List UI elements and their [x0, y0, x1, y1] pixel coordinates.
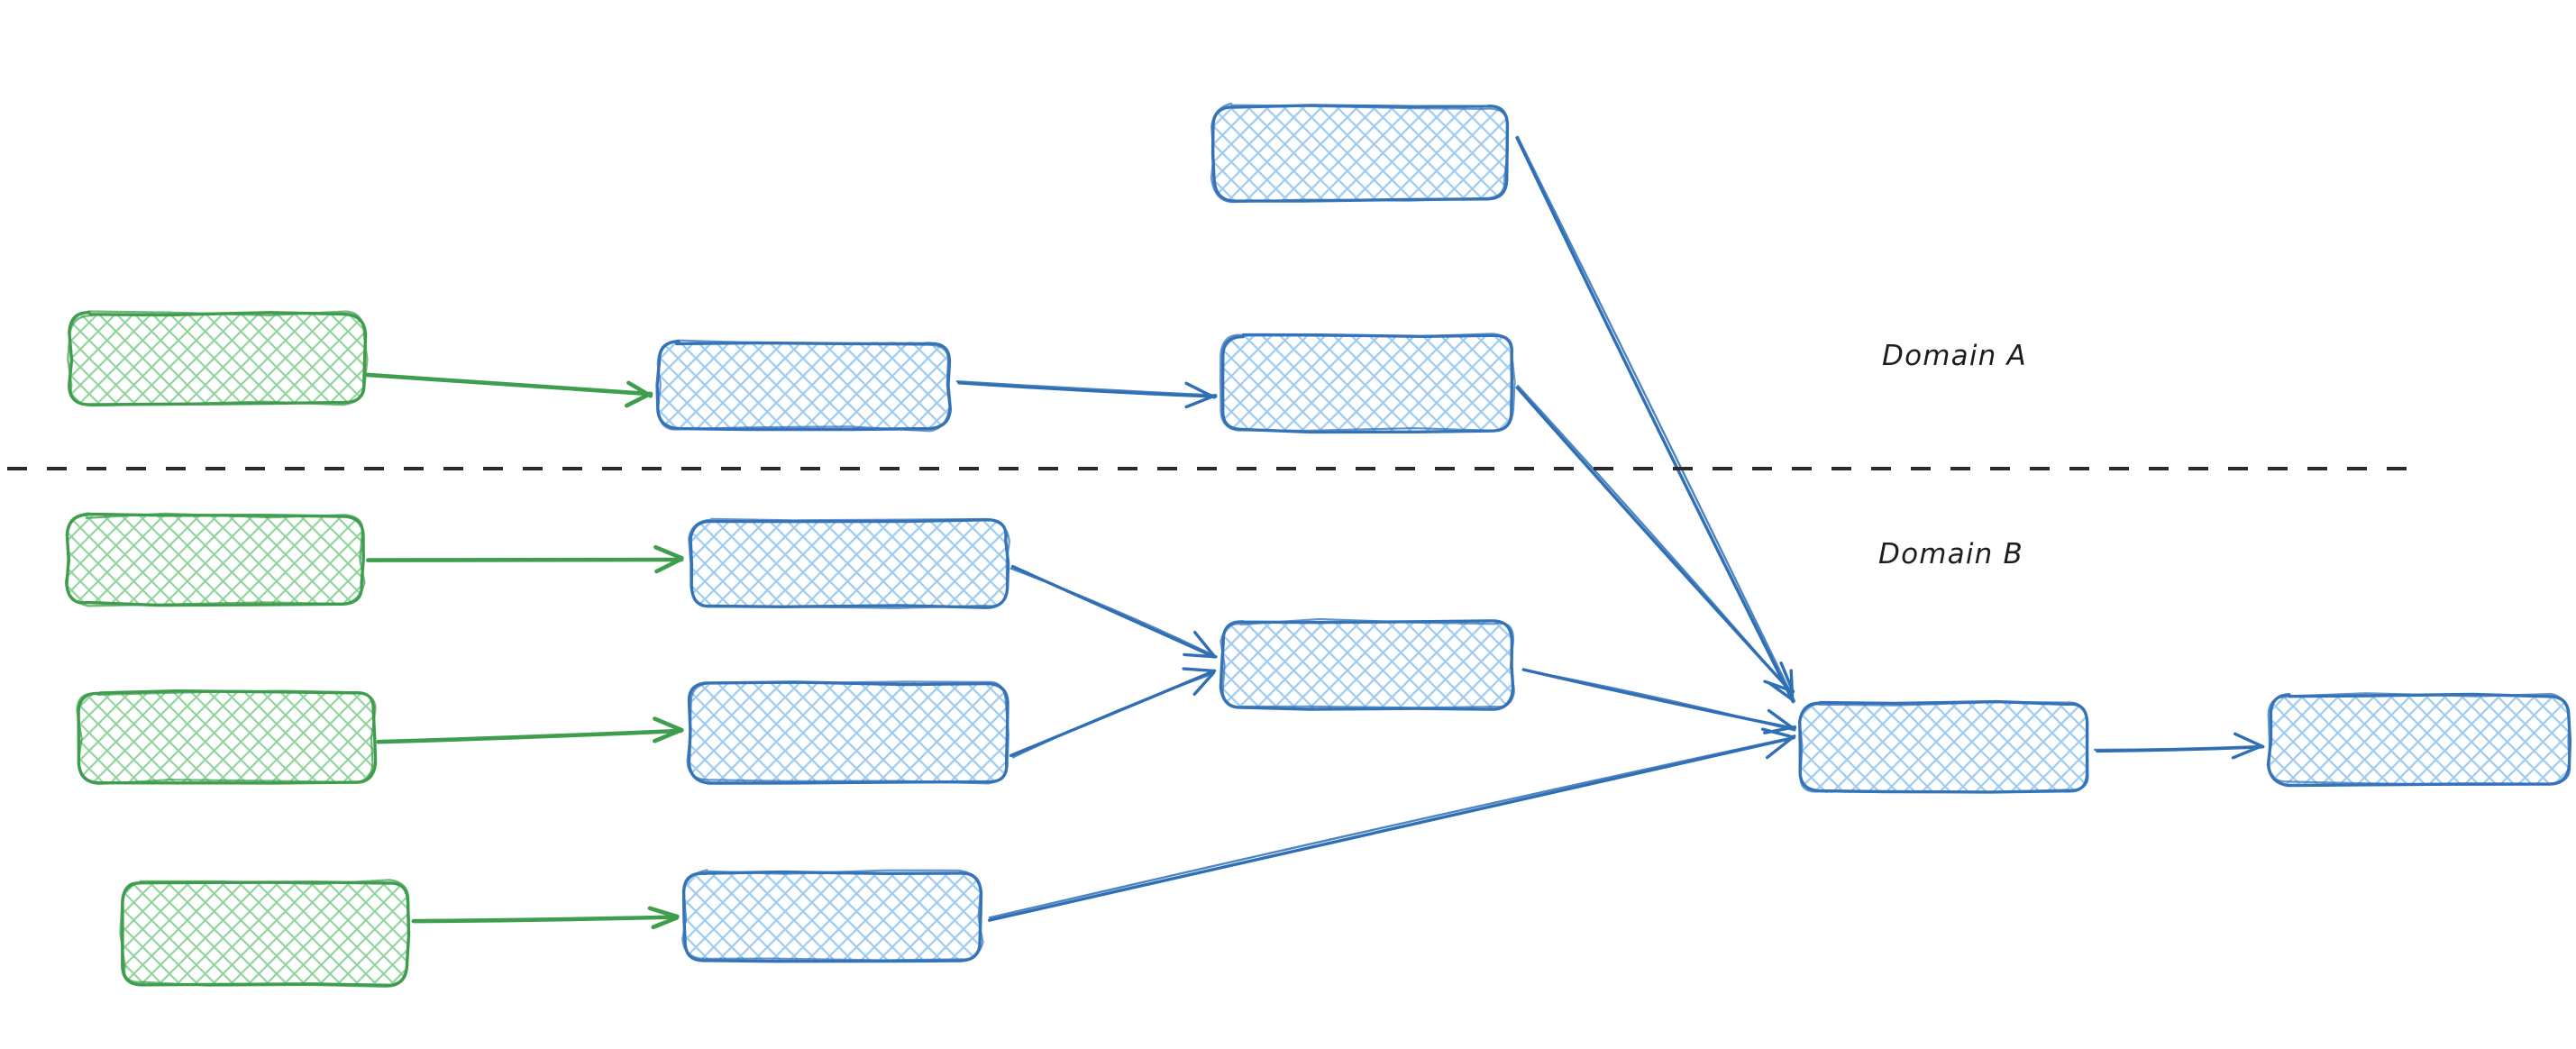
- edge-b-conv1-to-b-out1[interactable]: [2093, 732, 2265, 760]
- node-domain-a-source-1-fill: [69, 313, 366, 405]
- node-domain-b-source-1-outline: [64, 512, 366, 607]
- node-domain-a-top-1-fill: [1213, 105, 1508, 201]
- node-domain-b-process-1-outline: [688, 517, 1010, 609]
- node-domain-b-source-1-fill: [68, 515, 363, 605]
- edge-b-src1-to-b-proc1-arrowhead: [653, 544, 684, 561]
- node-domain-b-merge-1-outline: [1219, 619, 1515, 711]
- node-domain-b-process-3-fill: [684, 871, 982, 962]
- node-domain-b-source-2-outline: [76, 689, 377, 785]
- edge-a-proc1-to-a-proc2-arrowhead: [1184, 381, 1216, 399]
- node-domain-b-process-1[interactable]: [688, 517, 1010, 609]
- node-domain-b-output-1[interactable]: [2266, 692, 2572, 788]
- node-domain-a-process-2-fill: [1222, 334, 1513, 432]
- node-domain-b-converge-1-fill: [1800, 702, 2088, 793]
- node-domain-a-process-1-fill: [658, 342, 949, 430]
- edge-b-proc1-to-b-mid1[interactable]: [1009, 564, 1218, 659]
- edge-b-proc3-to-b-conv1-arrowhead: [1765, 734, 1796, 760]
- node-domain-b-source-3-outline: [119, 879, 411, 988]
- edge-b-proc3-to-b-conv1-arrowhead: [1761, 727, 1795, 739]
- edge-a-src1-to-a-proc1-arrowhead: [626, 380, 653, 398]
- edge-b-proc1-to-b-mid1-arrowhead: [1193, 631, 1217, 659]
- node-domain-b-merge-1[interactable]: [1219, 617, 1515, 711]
- edge-b-conv1-to-b-out1-shaft: [2093, 744, 2264, 752]
- edge-b-mid1-to-b-conv1-shaft: [1523, 669, 1796, 732]
- node-domain-b-process-2[interactable]: [686, 680, 1009, 785]
- edge-b-mid1-to-b-conv1[interactable]: [1521, 668, 1797, 734]
- node-domain-b-process-3-outline: [681, 869, 984, 962]
- edge-a-src1-to-a-proc1-shaft: [365, 372, 653, 397]
- edge-b-proc2-to-b-mid1-arrowhead: [1182, 667, 1216, 673]
- edge-b-src3-to-b-proc3-arrowhead: [651, 916, 679, 930]
- edge-b-proc1-to-b-mid1-arrowhead: [1183, 652, 1218, 659]
- edge-b-mid1-to-b-conv1-arrowhead: [1767, 708, 1795, 731]
- edge-b-proc1-to-b-mid1-shaft: [1009, 567, 1216, 657]
- node-domain-b-source-3-fill: [122, 881, 409, 985]
- edge-a-proc1-to-a-proc2-shaft: [955, 380, 1217, 397]
- node-domain-a-process-1[interactable]: [655, 339, 952, 433]
- edge-b-src1-to-b-proc1-shaft: [366, 557, 684, 562]
- edge-b-proc2-to-b-mid1[interactable]: [1009, 667, 1217, 759]
- node-domain-b-source-2-fill: [78, 691, 375, 783]
- edge-a-src1-to-a-proc1[interactable]: [365, 372, 653, 408]
- node-layer: [64, 102, 2572, 988]
- node-domain-a-source-1-outline: [67, 310, 369, 407]
- edge-b-proc3-to-b-conv1-shaft: [988, 736, 1794, 919]
- node-domain-b-process-2-outline: [686, 680, 1009, 785]
- node-domain-a-process-1-outline: [655, 340, 952, 432]
- node-domain-b-source-3[interactable]: [119, 879, 411, 988]
- edge-a-proc2-to-b-conv1-shaft: [1516, 385, 1793, 694]
- edge-b-proc2-to-b-mid1-arrowhead: [1192, 670, 1216, 696]
- edge-a-proc2-to-b-conv1[interactable]: [1515, 385, 1795, 694]
- node-domain-a-top-1-outline: [1210, 102, 1509, 204]
- edge-b-proc3-to-b-conv1[interactable]: [988, 727, 1796, 922]
- edge-b-src1-to-b-proc1[interactable]: [366, 544, 684, 574]
- edge-b-src2-to-b-proc2[interactable]: [376, 716, 684, 744]
- edge-b-proc2-to-b-mid1-shaft: [1011, 672, 1214, 759]
- node-domain-a-top-1[interactable]: [1210, 102, 1510, 204]
- node-domain-a-process-2[interactable]: [1219, 333, 1516, 434]
- edge-a-proc1-to-a-proc2-shaft: [957, 381, 1218, 398]
- node-domain-b-process-3[interactable]: [681, 869, 984, 963]
- node-domain-b-process-1-fill: [691, 520, 1008, 607]
- edge-b-src2-to-b-proc2-arrowhead: [653, 728, 681, 743]
- domain-a-label: Domain A: [1882, 340, 2027, 372]
- edge-a-top1-to-b-conv1-shaft: [1516, 135, 1796, 703]
- node-domain-b-output-1-fill: [2270, 695, 2570, 785]
- node-domain-a-source-1[interactable]: [67, 310, 369, 407]
- edge-layer: [365, 135, 2265, 930]
- edge-b-src3-to-b-proc3-arrowhead: [647, 906, 680, 919]
- node-domain-b-merge-1-fill: [1222, 622, 1513, 709]
- edge-b-src2-to-b-proc2-arrowhead: [653, 716, 684, 733]
- node-domain-b-source-1[interactable]: [64, 512, 366, 607]
- edge-a-proc1-to-a-proc2[interactable]: [955, 380, 1218, 409]
- edge-b-src3-to-b-proc3[interactable]: [411, 906, 680, 930]
- edge-a-top1-to-b-conv1-shaft: [1515, 136, 1795, 704]
- edge-a-proc2-to-b-conv1-arrowhead: [1763, 680, 1795, 693]
- node-domain-b-source-2[interactable]: [76, 689, 378, 785]
- edge-a-proc2-to-b-conv1-arrowhead: [1779, 661, 1795, 694]
- node-domain-b-converge-1[interactable]: [1798, 699, 2089, 794]
- edge-b-conv1-to-b-out1-arrowhead: [2233, 732, 2265, 749]
- edge-b-src1-to-b-proc1-arrowhead: [654, 557, 683, 574]
- node-domain-b-converge-1-outline: [1798, 701, 2089, 793]
- edge-a-top1-to-b-conv1[interactable]: [1515, 135, 1796, 704]
- edge-b-conv1-to-b-out1-arrowhead: [2231, 744, 2263, 760]
- edge-b-src3-to-b-proc3-shaft: [411, 915, 680, 924]
- edge-b-src2-to-b-proc2-shaft: [376, 728, 683, 744]
- node-domain-a-process-1-outline: [656, 339, 951, 433]
- node-domain-a-process-2-outline: [1219, 333, 1516, 432]
- node-domain-b-process-2-fill: [689, 682, 1009, 782]
- domain-b-label: Domain B: [1878, 538, 2024, 570]
- node-domain-b-merge-1-outline: [1219, 617, 1515, 709]
- edge-b-proc3-to-b-conv1-shaft: [988, 736, 1795, 922]
- node-domain-b-output-1-outline: [2267, 692, 2571, 786]
